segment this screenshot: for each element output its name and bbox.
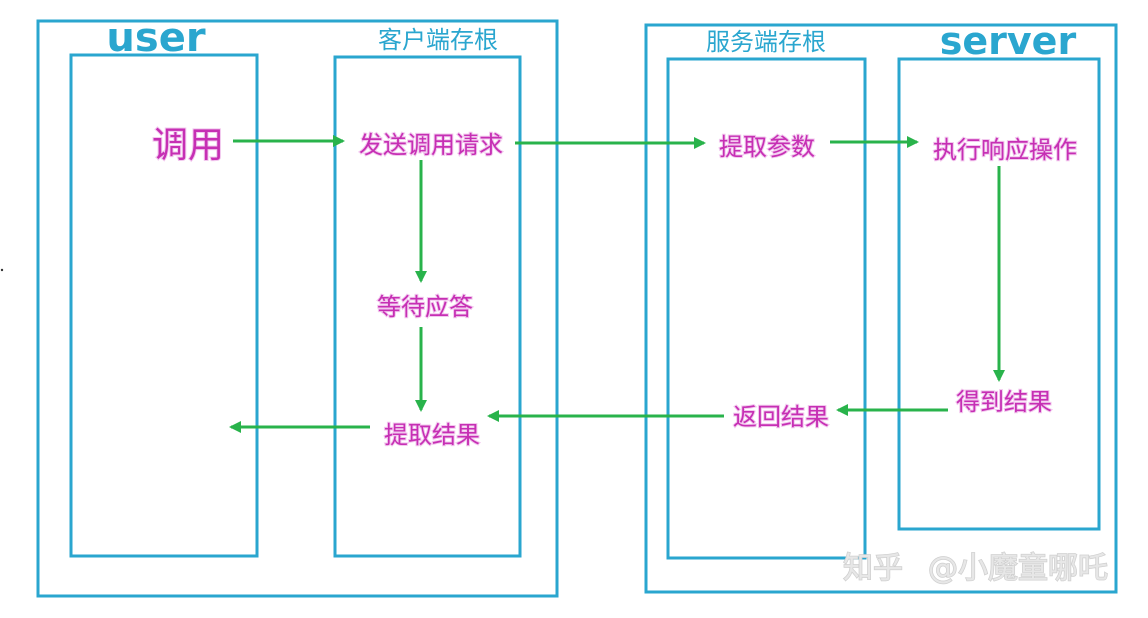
client-result-label: 提取结果 — [384, 421, 480, 449]
server-side-frame — [644, 23, 1118, 594]
wait-response-label: 等待应答 — [377, 293, 473, 321]
server-stub-title: 服务端存根 — [706, 28, 826, 56]
server-result-label: 得到结果 — [956, 388, 1052, 416]
watermark: 知乎 @小魔童哪吒 — [842, 550, 1109, 587]
execute-operation-label: 执行响应操作 — [933, 136, 1077, 164]
user-title: user — [106, 15, 205, 61]
call-label: 调用 — [152, 125, 224, 166]
watermark-author: @小魔童哪吒 — [928, 551, 1108, 586]
user-box — [69, 53, 259, 558]
extract-params-label: 提取参数 — [719, 133, 815, 161]
server-box — [897, 57, 1101, 531]
client-stub-box — [333, 55, 522, 558]
server-stub-box — [666, 57, 867, 560]
stray-dot — [0, 268, 4, 272]
return-result-label: 返回结果 — [733, 403, 829, 431]
watermark-brand: 知乎 — [843, 551, 903, 586]
server-title: server — [940, 19, 1077, 63]
client-side-frame — [36, 19, 559, 598]
send-request-label: 发送调用请求 — [359, 131, 503, 159]
client-stub-title: 客户端存根 — [378, 26, 498, 54]
